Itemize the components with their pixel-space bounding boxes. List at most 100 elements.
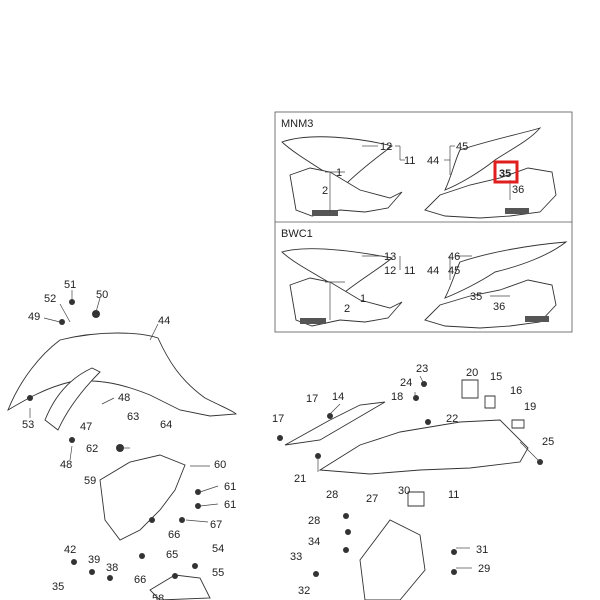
callout: 27 xyxy=(366,493,378,505)
fasteners xyxy=(27,299,543,581)
callout: 39 xyxy=(88,554,100,566)
callout: 18 xyxy=(391,391,403,403)
decal-left-mnm3 xyxy=(312,210,338,216)
callout: 17 xyxy=(306,393,318,405)
upper-cowl-right-bwc1 xyxy=(444,241,568,299)
callout: 23 xyxy=(416,363,428,375)
callout: 36 xyxy=(512,184,524,196)
callout: 36 xyxy=(493,301,505,313)
callout: 48 xyxy=(118,392,130,404)
side-panel-strip xyxy=(284,401,386,446)
callout: 61 xyxy=(224,481,236,493)
callout: 11 xyxy=(404,155,415,167)
callout: 62 xyxy=(86,443,98,455)
callout: 45 xyxy=(456,141,468,153)
side-cowl-right-mnm3 xyxy=(424,167,557,219)
callout: 35 xyxy=(52,581,64,593)
callout: 12 xyxy=(380,141,392,153)
callout: 33 xyxy=(290,551,302,563)
variant-label-bwc1: BWC1 xyxy=(281,228,313,240)
callout: 52 xyxy=(44,293,56,305)
callout: 32 xyxy=(298,585,310,597)
callout: 42 xyxy=(64,544,76,556)
callout: 63 xyxy=(127,411,139,423)
callout: 1 xyxy=(360,293,366,305)
callout: 53 xyxy=(22,419,34,431)
highlight-box xyxy=(493,160,519,184)
callout: 24 xyxy=(400,377,412,389)
callout: 15 xyxy=(490,371,502,383)
callout: 25 xyxy=(542,436,554,448)
callout: 14 xyxy=(332,391,344,403)
side-cowl-left-mnm3 xyxy=(289,167,403,217)
callout: 1 xyxy=(336,167,342,179)
callout: 17 xyxy=(272,413,284,425)
callout: 55 xyxy=(212,567,224,579)
nut-19 xyxy=(511,419,525,429)
inset-leaders xyxy=(325,145,511,320)
callout: 16 xyxy=(510,385,522,397)
decal-right-bwc1 xyxy=(525,316,549,322)
callout: 65 xyxy=(166,549,178,561)
upper-cowl-left-mnm3 xyxy=(281,136,394,186)
callout: 30 xyxy=(398,485,410,497)
side-cowl-right-bwc1 xyxy=(424,279,557,329)
callout: 2 xyxy=(322,185,328,197)
callout: 66 xyxy=(168,529,180,541)
callout: 61 xyxy=(224,499,236,511)
callout: 59 xyxy=(84,475,96,487)
callout: 46 xyxy=(448,251,460,263)
callout: 45 xyxy=(448,265,460,277)
callout: 64 xyxy=(160,419,172,431)
callout: 28 xyxy=(308,515,320,527)
callout: 44 xyxy=(427,265,439,277)
callout: 2 xyxy=(344,303,350,315)
side-cowl-lower xyxy=(318,419,529,475)
callout: 13 xyxy=(384,251,396,263)
lower-bracket-left xyxy=(149,574,211,600)
callout: 21 xyxy=(294,473,306,485)
callout: 49 xyxy=(28,311,40,323)
callout: 20 xyxy=(466,367,478,379)
callout: 35 xyxy=(470,291,482,303)
callout: 29 xyxy=(478,563,490,575)
callout: 12 xyxy=(384,265,396,277)
callout: 67 xyxy=(210,519,222,531)
callout: 34 xyxy=(308,536,320,548)
callout: 47 xyxy=(80,421,92,433)
variant-inset: MNM3 BWC1 12 11 1 2 xyxy=(274,111,573,333)
callout: 19 xyxy=(524,401,536,413)
callout: 58 xyxy=(152,593,164,600)
callout: 54 xyxy=(212,543,224,555)
inner-panel-left xyxy=(99,454,186,541)
grommet-15 xyxy=(484,395,496,409)
callout: 22 xyxy=(446,413,458,425)
callout: 50 xyxy=(96,289,108,301)
callout: 44 xyxy=(427,155,439,167)
variant-label-mnm3: MNM3 xyxy=(281,118,313,130)
callout: 11 xyxy=(404,265,415,277)
upper-cowling-assembly xyxy=(7,332,237,600)
decal-right-mnm3 xyxy=(505,208,529,214)
callout: 66 xyxy=(134,574,146,586)
upper-cowl-left-bwc1 xyxy=(281,248,394,293)
side-cowl-left-bwc1 xyxy=(289,277,403,327)
callout: 48 xyxy=(60,459,72,471)
callout: 51 xyxy=(64,279,76,291)
callout: 38 xyxy=(106,562,118,574)
callout: 11 xyxy=(448,489,459,501)
callout: 28 xyxy=(326,489,338,501)
callout-highlighted: 35 xyxy=(499,168,511,180)
clip-20 xyxy=(461,379,479,399)
decal-left-bwc1 xyxy=(300,318,326,324)
callout: 31 xyxy=(476,544,488,556)
clip-30 xyxy=(407,491,425,507)
callout: 60 xyxy=(214,459,226,471)
callout: 44 xyxy=(158,315,170,327)
upper-cowl-right-mnm3 xyxy=(444,127,542,191)
main-leaders xyxy=(29,290,541,569)
side-cowl-assembly xyxy=(284,379,529,600)
inner-duct xyxy=(359,519,426,600)
windscreen-bracket xyxy=(44,367,101,431)
